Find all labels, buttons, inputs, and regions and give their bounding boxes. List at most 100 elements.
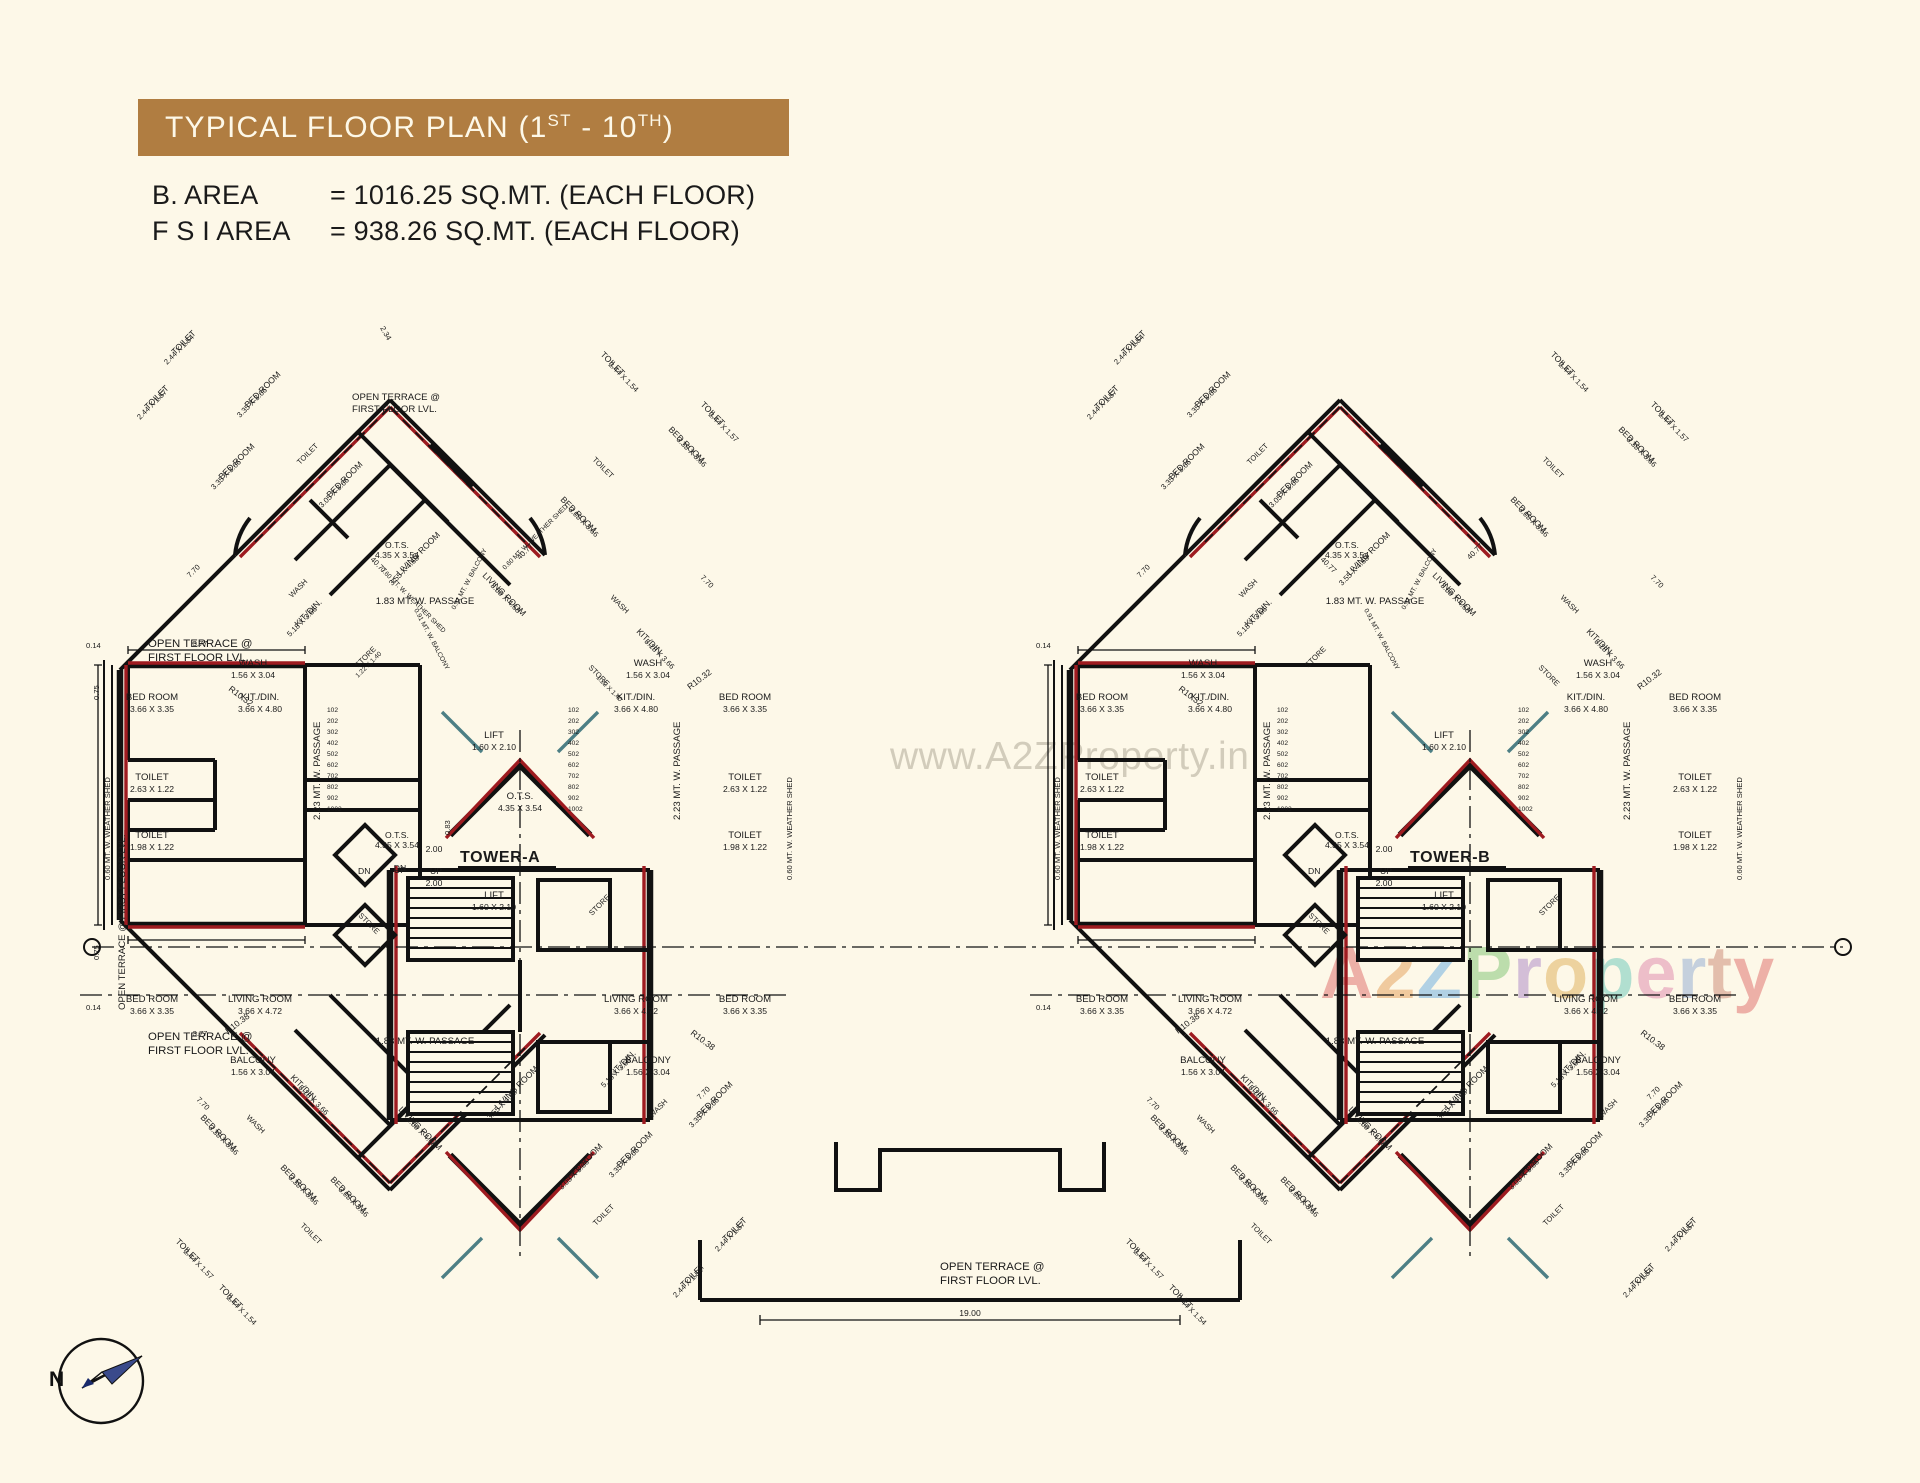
- unit-number: 602: [327, 762, 338, 769]
- open-terrace-note-vert: OPEN TERRACE @ FIRST FLOOR LVL.: [117, 834, 128, 1010]
- unit-number: 1002: [568, 806, 583, 813]
- dim-200: 2.00: [426, 878, 443, 888]
- dim-770: 7.70: [185, 563, 202, 580]
- room-name: KIT./DIN.: [1191, 692, 1229, 703]
- stair-dn-label: DN: [394, 863, 406, 873]
- dim-014: 0.14: [86, 1003, 101, 1012]
- room-dim: 3.66 X 4.80: [614, 704, 658, 714]
- room-dim: 1.56 X 3.04: [1181, 670, 1225, 680]
- compass-icon: [57, 1337, 145, 1425]
- weather-shed-note: 0.60 MT. W. WEATHER SHED: [501, 503, 569, 571]
- unit-number: 502: [327, 751, 338, 758]
- weather-shed-note: 0.60 MT. W. WEATHER SHED: [1053, 777, 1062, 880]
- unit-number: 202: [1518, 718, 1529, 725]
- unit-number: 902: [1277, 795, 1288, 802]
- stair-up-label: UP: [430, 866, 442, 876]
- weather-shed-note: 0.60 MT. W. WEATHER SHED: [1735, 777, 1744, 880]
- room-name: TOILET: [728, 830, 762, 841]
- dim-1900: 19.00: [959, 1308, 981, 1318]
- room-dim: 3.35 X 3.66: [1557, 1146, 1591, 1180]
- fsi-area-value: = 938.26 SQ.MT. (EACH FLOOR): [330, 216, 740, 246]
- room-dim: 2.44 X 1.54: [225, 1293, 259, 1327]
- unit-number: 302: [1518, 729, 1529, 736]
- unit-number: 902: [1518, 795, 1529, 802]
- room-name: TOILET: [1678, 830, 1712, 841]
- room-name: TOILET: [591, 455, 616, 480]
- unit-number-column: 102 202 302 402 502 602 702 802 902 1002: [568, 707, 583, 813]
- ots-dim: 4.35 X 3.54: [375, 550, 419, 560]
- ots-dim: 4.35 X 3.54: [1325, 840, 1369, 850]
- room-name: BED ROOM: [126, 994, 178, 1005]
- dim-770: 7.70: [1649, 573, 1666, 590]
- room-dim: 3.66 X 3.35: [1080, 1006, 1124, 1016]
- room-dim: 3.35 X 3.66: [209, 458, 243, 492]
- room-name: TOILET: [135, 772, 169, 783]
- room-dim: 3.35 X 3.66: [1157, 1123, 1191, 1157]
- dim-014: 0.14: [1036, 641, 1051, 650]
- room-dim: 3.05 X 3.66: [1517, 505, 1551, 539]
- room-dim: 5.18 X 3.66: [285, 605, 319, 639]
- stair-up-label: UP: [1380, 866, 1392, 876]
- lift-dim: 1.60 X 2.10: [1422, 742, 1466, 752]
- room-dim: 3.66 X 4.72: [1188, 1006, 1232, 1016]
- room-name: BED ROOM: [1076, 994, 1128, 1005]
- page-title: TYPICAL FLOOR PLAN (1ST - 10TH): [165, 110, 674, 144]
- room-name: WASH: [634, 658, 662, 669]
- unit-number-column: 102 202 302 402 502 602 702 802 902 1002: [1277, 707, 1292, 813]
- dim-770: 7.70: [1135, 563, 1152, 580]
- unit-number: 802: [568, 784, 579, 791]
- unit-number: 402: [327, 740, 338, 747]
- stair-dn-label: DN: [1308, 866, 1320, 876]
- unit-number: 202: [1277, 718, 1288, 725]
- unit-number: 402: [568, 740, 579, 747]
- passage-183-label: 1.83 MT. W. PASSAGE: [376, 1036, 474, 1047]
- room-dim: 3.05 X 3.66: [1267, 476, 1301, 510]
- room-name: WASH: [1237, 577, 1259, 599]
- dim-770: 7.70: [699, 573, 716, 590]
- lift-dim: 1.60 X 2.10: [472, 742, 516, 752]
- room-name: TOILET: [1085, 772, 1119, 783]
- room-dim: 1.56 X 3.04: [626, 670, 670, 680]
- room-dim: 3.35 X 3.66: [287, 1173, 321, 1207]
- unit-number: 902: [327, 795, 338, 802]
- room-dim: 3.35 X 3.66: [1185, 386, 1219, 420]
- room-dim: 2.44 X 1.57: [713, 1220, 747, 1254]
- room-dim: 2.44 X 1.54: [1112, 333, 1146, 367]
- dim-r1032: R10.32: [1635, 667, 1663, 692]
- room-dim: 5.18 X 3.66: [1235, 605, 1269, 639]
- open-terrace-note-l2: FIRST FLOOR LVL.: [148, 652, 249, 664]
- open-terrace-note-l2: FIRST FLOOR LVL.: [940, 1275, 1041, 1287]
- room-name: KIT./DIN.: [617, 692, 655, 703]
- ots-label: O.T.S.: [507, 791, 534, 802]
- dim-014: 0.14: [1036, 1003, 1051, 1012]
- room-dim: 2.44 X 1.57: [135, 388, 169, 422]
- north-compass: N: [42, 1322, 160, 1440]
- room-dim: 3.66 X 4.72: [238, 1006, 282, 1016]
- room-name: TOILET: [135, 830, 169, 841]
- unit-number: 102: [1518, 707, 1529, 714]
- unit-number: 702: [1277, 773, 1288, 780]
- room-name: WASH: [239, 658, 267, 669]
- room-dim: 2.63 X 1.22: [1673, 784, 1717, 794]
- room-name: TOILET: [295, 441, 320, 466]
- lift-dim: 1.60 X 2.10: [472, 902, 516, 912]
- room-name: BED ROOM: [1669, 692, 1721, 703]
- room-dim: 2.44 X 1.57: [1132, 1247, 1166, 1281]
- room-name: WASH: [287, 577, 309, 599]
- room-dim: 3.05 X 3.66: [1287, 1185, 1321, 1219]
- room-dim: 3.66 X 4.72: [1564, 1006, 1608, 1016]
- page-title-bar: TYPICAL FLOOR PLAN (1ST - 10TH): [138, 99, 789, 156]
- room-dim: 3.66 X 3.35: [130, 704, 174, 714]
- unit-number: 302: [1277, 729, 1288, 736]
- room-dim: 3.55 X 4.68: [1439, 581, 1473, 615]
- room-dim: 3.05 X 3.66: [1507, 1158, 1541, 1192]
- unit-number: 202: [568, 718, 579, 725]
- room-dim: 3.66 X 4.80: [1564, 704, 1608, 714]
- room-name: BED ROOM: [719, 692, 771, 703]
- lift-label: LIFT: [1434, 730, 1454, 741]
- unit-number: 302: [568, 729, 579, 736]
- room-dim: 1.98 X 1.22: [723, 842, 767, 852]
- room-name: TOILET: [1541, 455, 1566, 480]
- room-dim: 1.98 X 1.22: [130, 842, 174, 852]
